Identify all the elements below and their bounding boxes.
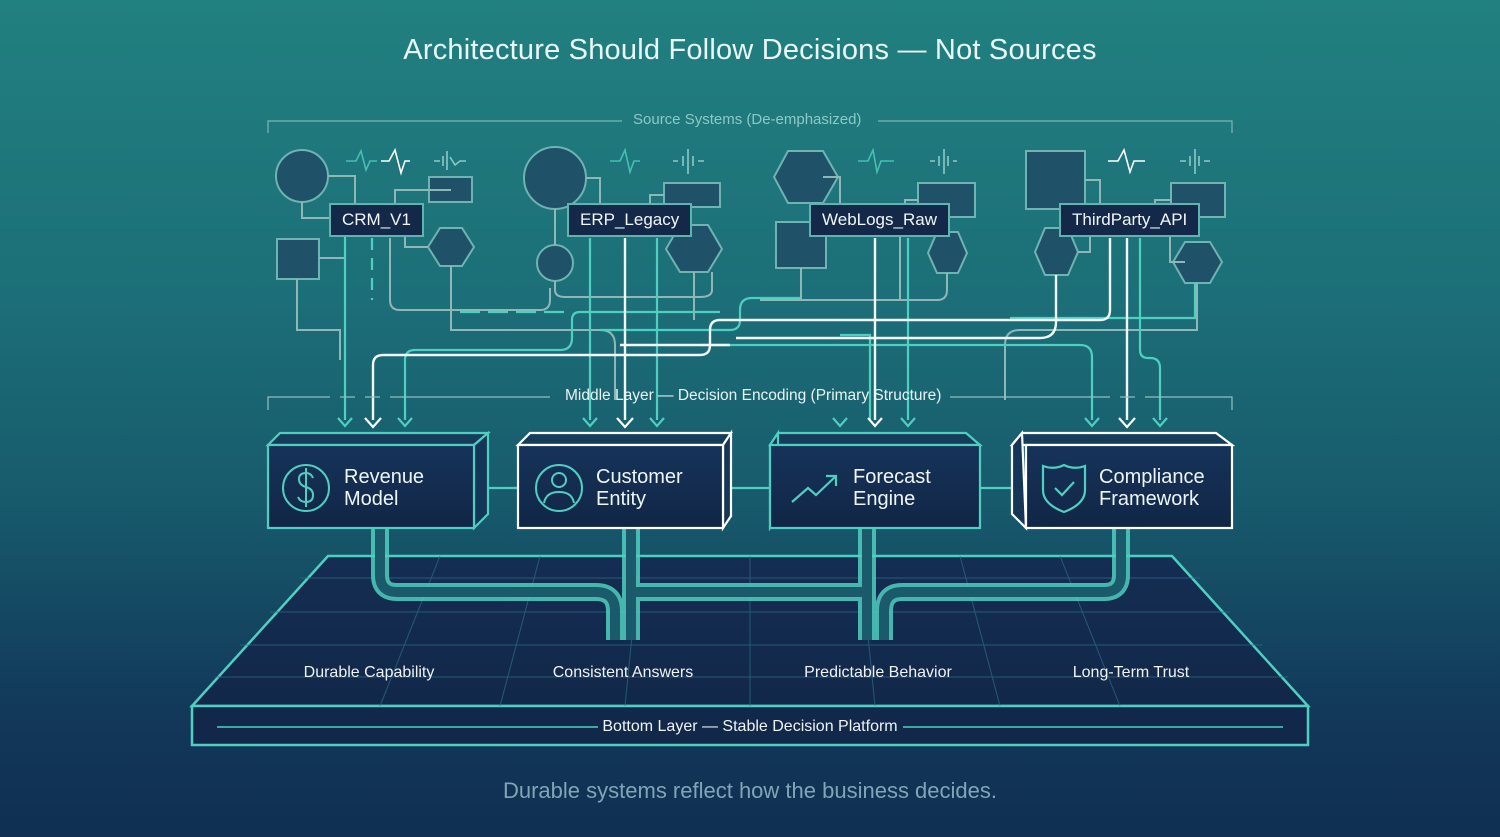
arrow-down-icon	[1118, 417, 1136, 429]
node-forecast-engine[interactable]	[767, 429, 983, 532]
arrow-down-icon	[1084, 417, 1100, 428]
middle-section-bracket	[267, 396, 1233, 410]
arrow-down-icon	[867, 417, 883, 428]
pulse-icon	[381, 147, 410, 176]
benefit-label: Consistent Answers	[552, 664, 694, 681]
source-shape-hexagon	[926, 231, 969, 274]
source-shape-square	[1025, 150, 1086, 210]
source-system-thirdparty[interactable]: ThirdParty_API	[1059, 203, 1201, 237]
arrow-down-icon	[832, 417, 848, 428]
benefit-label: Long-Term Trust	[1072, 664, 1190, 681]
arrow-down-icon	[397, 417, 413, 428]
arrow-down-icon	[900, 417, 916, 428]
node-label-line: Model	[344, 488, 399, 510]
arrow-down-icon	[649, 417, 665, 428]
arrowheads	[337, 417, 1168, 429]
node-revenue-model[interactable]	[265, 430, 491, 531]
node-revenue-model-label: Revenue Model	[344, 466, 424, 510]
source-system-erp[interactable]: ERP_Legacy	[567, 203, 693, 237]
source-section-bracket	[267, 120, 1233, 133]
arrow-down-icon	[364, 417, 382, 429]
node-label-line: Compliance	[1099, 466, 1205, 488]
source-system-weblogs[interactable]: WebLogs_Raw	[809, 203, 950, 237]
primary-flow-lines	[371, 238, 1129, 420]
signal-glyphs	[346, 147, 1210, 176]
source-shape-circle	[536, 244, 574, 282]
node-label-line: Forecast	[853, 466, 931, 488]
waveform-icon	[434, 151, 466, 170]
arrow-down-icon	[337, 417, 353, 428]
source-shape-circle	[523, 146, 587, 210]
source-shape-hexagon	[426, 227, 476, 267]
user-icon	[535, 464, 583, 512]
pulse-icon	[610, 147, 640, 175]
platform-pipes	[371, 528, 1130, 640]
arrow-down-icon	[1152, 417, 1168, 428]
teal-connectors	[343, 238, 1197, 420]
node-compliance-framework[interactable]	[1009, 430, 1236, 531]
footer-caption: Durable systems reflect how the business…	[502, 778, 997, 803]
benefit-label: Predictable Behavior	[804, 664, 952, 681]
node-customer-entity[interactable]	[515, 429, 734, 532]
waveform-icon	[1180, 149, 1210, 174]
node-compliance-framework-label: Compliance Framework	[1099, 466, 1205, 510]
source-system-crm[interactable]: CRM_V1	[329, 203, 424, 237]
arrow-down-icon	[582, 417, 598, 428]
middle-section-label: Middle Layer — Decision Encoding (Primar…	[565, 387, 942, 404]
pulse-icon	[858, 147, 894, 176]
source-shape-square	[276, 238, 320, 280]
source-shape-circle	[275, 149, 329, 203]
shield-check-icon	[1041, 463, 1087, 514]
node-label-line: Engine	[853, 488, 916, 510]
waveform-icon	[930, 149, 957, 174]
node-label-line: Customer	[596, 466, 683, 488]
pulse-icon	[1108, 147, 1145, 175]
dollar-icon	[282, 464, 330, 512]
diagram-title: Architecture Should Follow Decisions — N…	[403, 34, 1097, 66]
waveform-icon	[673, 149, 704, 174]
node-label-line: Framework	[1099, 488, 1200, 510]
pulse-icon	[346, 148, 377, 173]
benefit-label: Durable Capability	[303, 664, 435, 681]
trend-up-icon	[791, 474, 838, 503]
node-label-line: Revenue	[344, 466, 425, 488]
source-section-label: Source Systems (De-emphasized)	[633, 111, 862, 128]
node-label-line: Entity	[596, 488, 647, 510]
node-customer-entity-label: Customer Entity	[596, 466, 683, 510]
node-forecast-engine-label: Forecast Engine	[853, 466, 931, 510]
bottom-section-label: Bottom Layer — Stable Decision Platform	[602, 718, 898, 735]
arrow-down-icon	[616, 417, 634, 429]
